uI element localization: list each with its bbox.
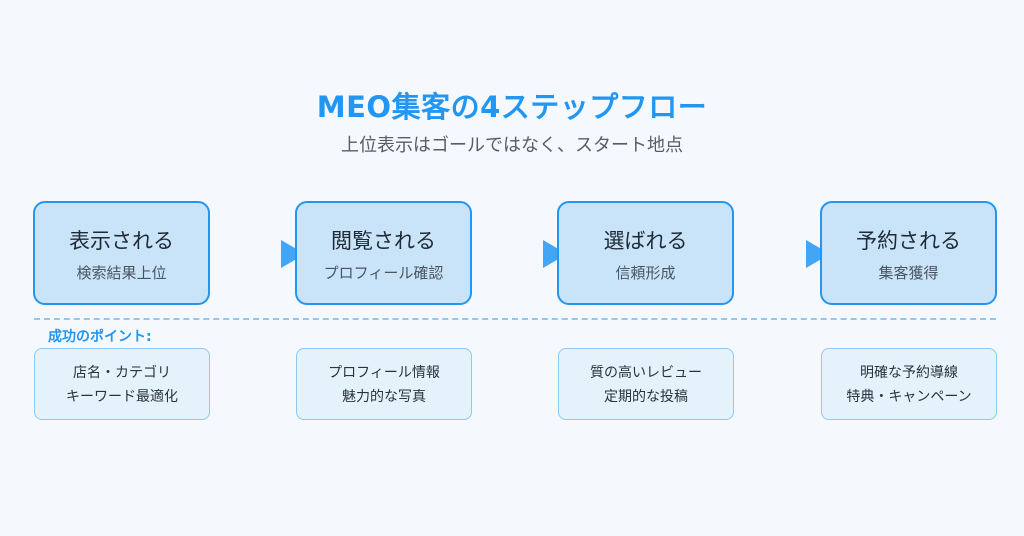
point-line: 質の高いレビュー — [590, 365, 702, 381]
point-line: キーワード最適化 — [66, 389, 178, 405]
point-line: プロフィール情報 — [328, 365, 440, 381]
step-title: 選ばれる — [603, 229, 688, 253]
step-subtitle: 信頼形成 — [615, 264, 676, 282]
point-box-3: 質の高いレビュー 定期的な投稿 — [558, 348, 734, 420]
point-line: 定期的な投稿 — [604, 389, 688, 405]
point-line: 魅力的な写真 — [342, 389, 426, 405]
step-title: 表示される — [69, 229, 174, 253]
step-subtitle: 検索結果上位 — [76, 264, 167, 282]
step-box-2: 閲覧される プロフィール確認 — [295, 201, 472, 305]
success-points-label: 成功のポイント: — [48, 329, 152, 345]
step-box-3: 選ばれる 信頼形成 — [557, 201, 734, 305]
point-line: 特典・キャンペーン — [846, 389, 972, 405]
step-title: 閲覧される — [331, 229, 436, 253]
step-box-4: 予約される 集客獲得 — [820, 201, 997, 305]
point-line: 明確な予約導線 — [860, 365, 958, 381]
step-title: 予約される — [856, 229, 961, 253]
point-box-1: 店名・カテゴリ キーワード最適化 — [34, 348, 210, 420]
point-box-2: プロフィール情報 魅力的な写真 — [296, 348, 472, 420]
point-box-4: 明確な予約導線 特典・キャンペーン — [821, 348, 997, 420]
dashed-divider — [34, 318, 996, 320]
diagram-title: MEO集客の4ステップフロー — [316, 90, 708, 124]
point-line: 店名・カテゴリ — [73, 365, 171, 381]
step-subtitle: プロフィール確認 — [323, 264, 444, 282]
step-subtitle: 集客獲得 — [878, 264, 939, 282]
step-box-1: 表示される 検索結果上位 — [33, 201, 210, 305]
diagram-subtitle: 上位表示はゴールではなく、スタート地点 — [341, 135, 683, 156]
